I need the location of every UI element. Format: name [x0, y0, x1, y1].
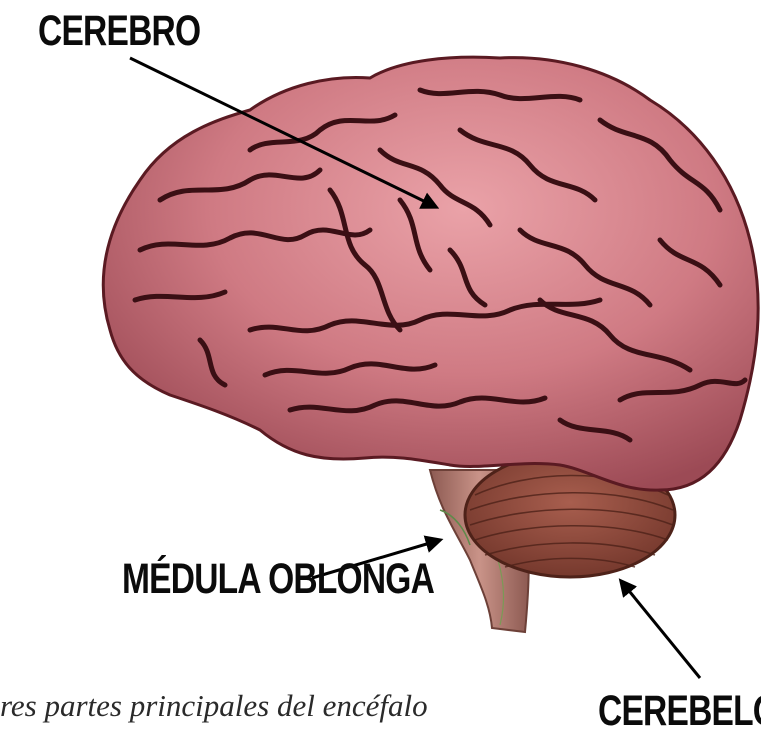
cerebrum [101, 55, 760, 492]
arrow-cerebellum [618, 578, 702, 679]
label-cerebellum: CEREBELO [598, 687, 761, 735]
cortex-folds [132, 87, 748, 443]
label-cerebrum: CEREBRO [38, 7, 201, 55]
figure-caption: res partes principales del encéfalo [0, 688, 428, 723]
label-medulla-oblongata: MÉDULA OBLONGA [122, 555, 435, 603]
arrow-cerebrum [129, 56, 440, 209]
arrow-medulla [311, 535, 444, 580]
